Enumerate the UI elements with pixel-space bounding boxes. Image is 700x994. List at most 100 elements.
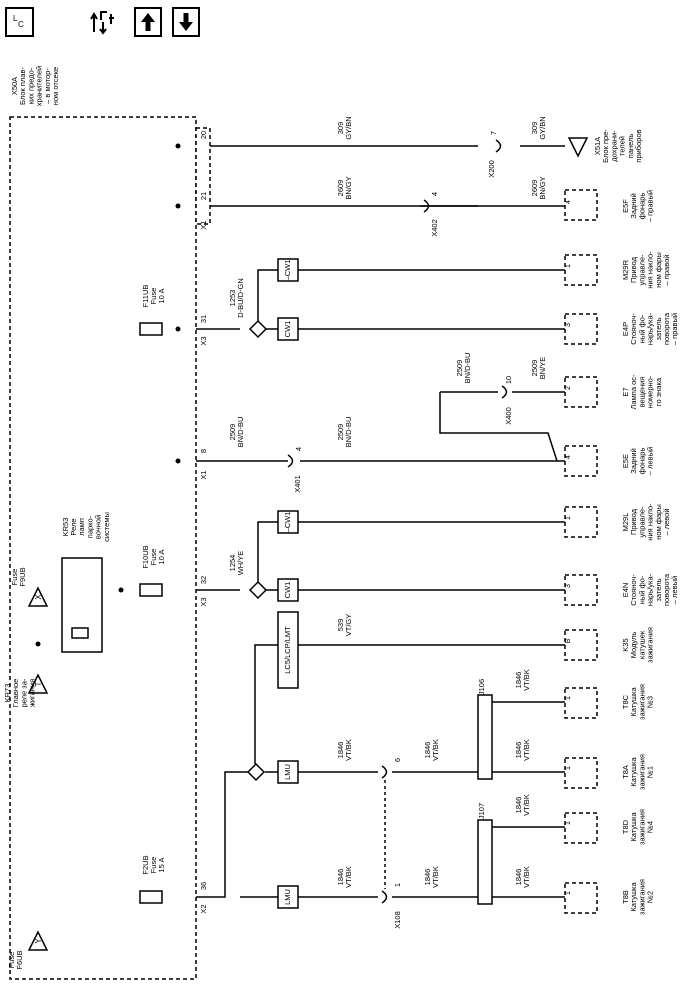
x402-label-line: X402 (430, 219, 439, 237)
component-k35-label-line: зажигания (646, 627, 655, 663)
connector-x3-a-line: X3 (199, 336, 208, 345)
wire-32-ncw (257, 521, 278, 582)
feed-f9ub-symbol-line: X (34, 594, 43, 600)
fuse-f10ub (139, 583, 163, 597)
module-lmu-b-label: LMU (283, 889, 292, 905)
component-e4p-label-line: поворота (662, 312, 671, 345)
module-ncw1-a-label-line: –CW1 (283, 260, 292, 281)
component-e7-label-line: Лампа ос- (629, 374, 638, 409)
component-m29r-label-line: ном фары (654, 252, 663, 287)
x401-pin-line: 4 (294, 447, 303, 451)
component-t8d-label-line: Катушка (629, 812, 638, 842)
connector-x3-b: X3 (199, 597, 208, 606)
component-e4p-box (564, 313, 598, 345)
wire-label-e7-a-line: BN/D-BU (463, 353, 472, 384)
component-e4p-label-line: нарь/ука- (646, 312, 655, 345)
wire-label-21-a-line: 2609 (336, 180, 345, 197)
fuse-f11ub-rating: 10 A (157, 288, 166, 303)
fuse-f2ub (139, 890, 163, 904)
pin-32-line: 32 (199, 576, 208, 584)
fuse-block-title-line: X50A (10, 77, 19, 95)
wire-label-t8c-line: VT/BK (522, 669, 531, 691)
feed-f9ub-label-line: F9UB (18, 567, 27, 586)
module-ncw1-b-label-line: –CW1 (283, 512, 292, 533)
wire-label-t8d-line: 1846 (514, 797, 523, 814)
relay-kr53-lines-line: вочной (94, 515, 103, 539)
svg-text:C: C (18, 20, 24, 29)
relay-coil (71, 627, 89, 639)
component-e7-pin: 2 (565, 386, 572, 390)
splice-pack-j106 (477, 694, 493, 780)
wire-label-lmu-1b-line: VT/BK (431, 739, 440, 761)
component-k35-label-line: катушек (637, 630, 646, 659)
component-e7-label-line: E7 (621, 387, 630, 396)
pin-36: 36 (199, 882, 208, 890)
component-t8c-label-line: зажигания (637, 684, 646, 720)
x400-pin: 10 (504, 376, 513, 384)
component-t8d-box (564, 812, 598, 844)
x402-pin: 4 (430, 192, 439, 196)
module-cw1-a (277, 317, 299, 341)
component-x51a-label-line: X51A (593, 137, 602, 155)
wire-31-ncw (257, 269, 278, 321)
component-e5e-label-line: – левый (646, 447, 655, 475)
component-e5e-box (564, 445, 598, 477)
component-m29l-label-line: – левой (662, 508, 671, 535)
feed-kr73-triangle (27, 673, 49, 694)
wire-label-21-a-line: BN/GY (344, 176, 353, 199)
component-t8b-box (564, 882, 598, 914)
x400-label: X400 (504, 407, 513, 425)
feed-kr73-symbol: T (34, 681, 43, 686)
component-e4n-label-line: – левый (670, 576, 679, 604)
component-t8c-box (564, 687, 598, 719)
svg-text:L: L (13, 14, 18, 23)
module-lmu-a-label: LMU (283, 764, 292, 780)
component-m29l-label-line: M29L (621, 513, 630, 532)
component-e7-label-line: го знака (654, 377, 663, 406)
wire-label-31-line: D-BU/D-GN (236, 278, 245, 318)
component-k35-label-line: Модуль (629, 632, 638, 659)
component-t8b-label-line: №2 (646, 891, 655, 903)
arrow-down-icon[interactable] (172, 7, 200, 37)
splice-diamond-31 (248, 319, 268, 339)
flow-arrows-icon[interactable] (88, 7, 118, 37)
component-t8b-label-line: Катушка (629, 882, 638, 912)
module-cw1-b (277, 578, 299, 602)
fuse-f11ub-label-line: Fuse (149, 288, 158, 305)
j106-label: J106 (477, 679, 486, 695)
x200-pin: 7 (489, 131, 498, 135)
fuse-f11ub (139, 322, 163, 336)
wire-e7-loop (439, 392, 558, 462)
feed-x51a-triangle (567, 137, 589, 158)
component-t8a-label-line: №1 (646, 766, 655, 778)
arrow-up-icon[interactable] (134, 7, 162, 37)
fuse-block-title-line: хранителей (35, 66, 44, 106)
component-m29r-label-line: Привод (629, 256, 638, 283)
component-t8a-pin: 1 (565, 766, 572, 770)
fuse-f10ub-name: F10UB (141, 545, 150, 568)
module-cw1-b-label-line: CW1 (283, 582, 292, 599)
component-t8d-pin-line: 1 (565, 821, 572, 825)
x402-label: X402 (430, 219, 439, 237)
connector-x1-top (195, 127, 211, 225)
component-t8a-label-line: Катушка (629, 757, 638, 787)
component-e5e-label-line: фонарь (637, 448, 646, 475)
